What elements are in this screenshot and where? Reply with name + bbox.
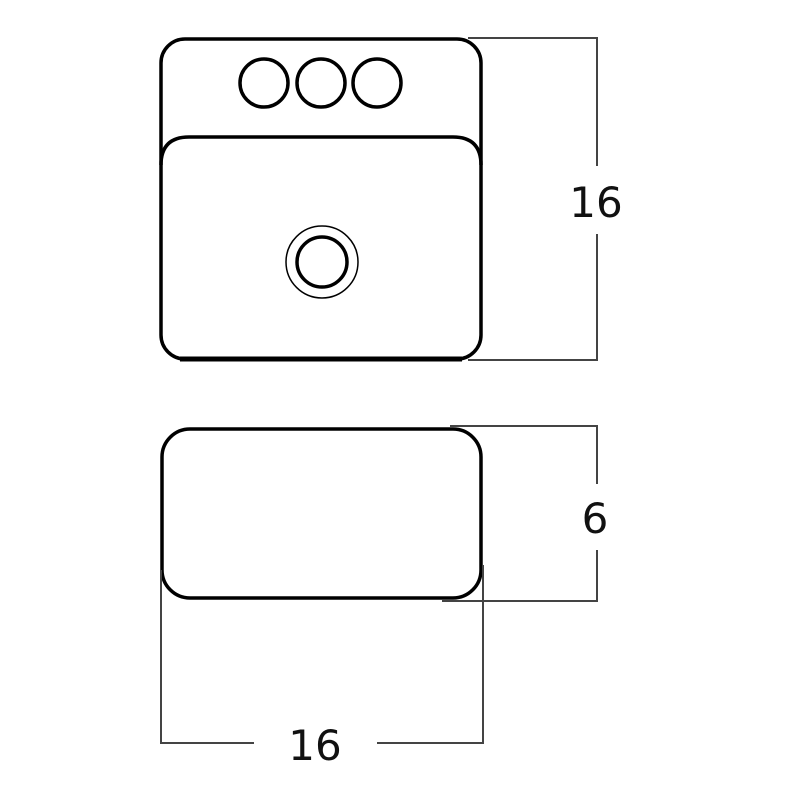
basin-outline xyxy=(159,135,483,166)
top-depth-dimension xyxy=(468,37,598,361)
faucet-hole-left xyxy=(238,57,290,109)
side-width-dimension xyxy=(160,565,484,744)
sink-outline-top xyxy=(159,37,483,361)
drain-outer-ring xyxy=(285,225,359,299)
side-width-label: 16 xyxy=(288,721,341,770)
side-height-label: 6 xyxy=(582,494,609,543)
top-depth-label: 16 xyxy=(569,178,622,227)
faucet-hole-right xyxy=(351,57,403,109)
side-view xyxy=(160,427,483,600)
top-view xyxy=(159,37,483,362)
sink-outline-side xyxy=(160,427,483,600)
drain-inner-ring xyxy=(295,235,349,289)
faucet-hole-center xyxy=(295,57,347,109)
side-height-dimension xyxy=(442,425,598,602)
